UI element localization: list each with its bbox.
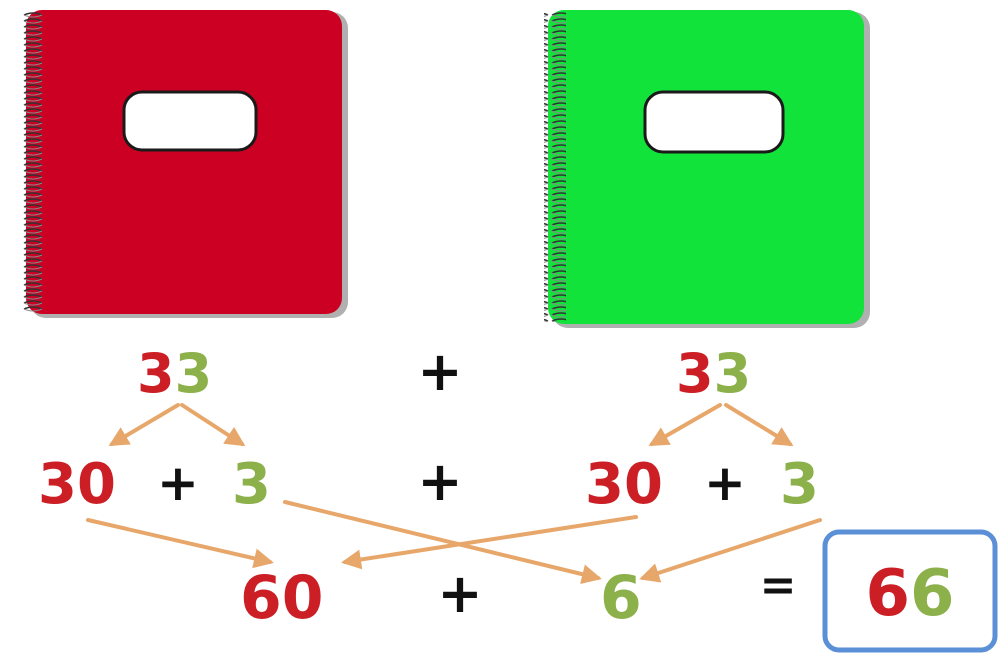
row2-left-ones: 3 (232, 452, 271, 517)
row1-plus-sign: + (417, 340, 462, 403)
red-notebook-cover (26, 10, 342, 314)
arrow-right-ones-to-sum (639, 518, 822, 583)
row2-plus-sign: + (417, 450, 462, 513)
arrow-left-tens-to-sum (86, 518, 274, 569)
answer-box: 66 (822, 529, 998, 653)
red-notebook-spiral (22, 12, 44, 312)
arrow-left-to-tens (108, 403, 180, 447)
tens-sum: 60 (240, 563, 324, 633)
arrow-left-to-ones (180, 403, 246, 447)
row2-left-tens: 30 (38, 452, 116, 517)
green-notebook-icon (544, 10, 870, 328)
arrow-right-tens-to-sum (341, 515, 638, 570)
ones-sum: 6 (600, 563, 642, 633)
row2-right-tens: 30 (585, 452, 663, 517)
row3-plus-sign: + (437, 562, 482, 625)
combination-arrows (86, 500, 822, 584)
row1-right-number: 33 (676, 342, 751, 405)
equals-sign: = (760, 560, 797, 611)
arrow-left-ones-to-sum (283, 500, 602, 584)
green-notebook-label (643, 90, 785, 154)
arrow-right-to-ones (724, 403, 794, 447)
row1-left-number: 33 (137, 342, 212, 405)
arrow-right-to-tens (648, 403, 722, 446)
decomposition-arrows (108, 403, 794, 447)
answer-value: 66 (865, 557, 954, 631)
row2-right-ones: 3 (780, 452, 819, 517)
row2-right-plus: + (704, 454, 746, 512)
green-notebook-cover (548, 10, 864, 324)
red-notebook-label (122, 90, 258, 152)
red-notebook-icon (22, 10, 348, 318)
row2-left-plus: + (157, 454, 199, 512)
green-notebook-spiral (544, 12, 566, 322)
